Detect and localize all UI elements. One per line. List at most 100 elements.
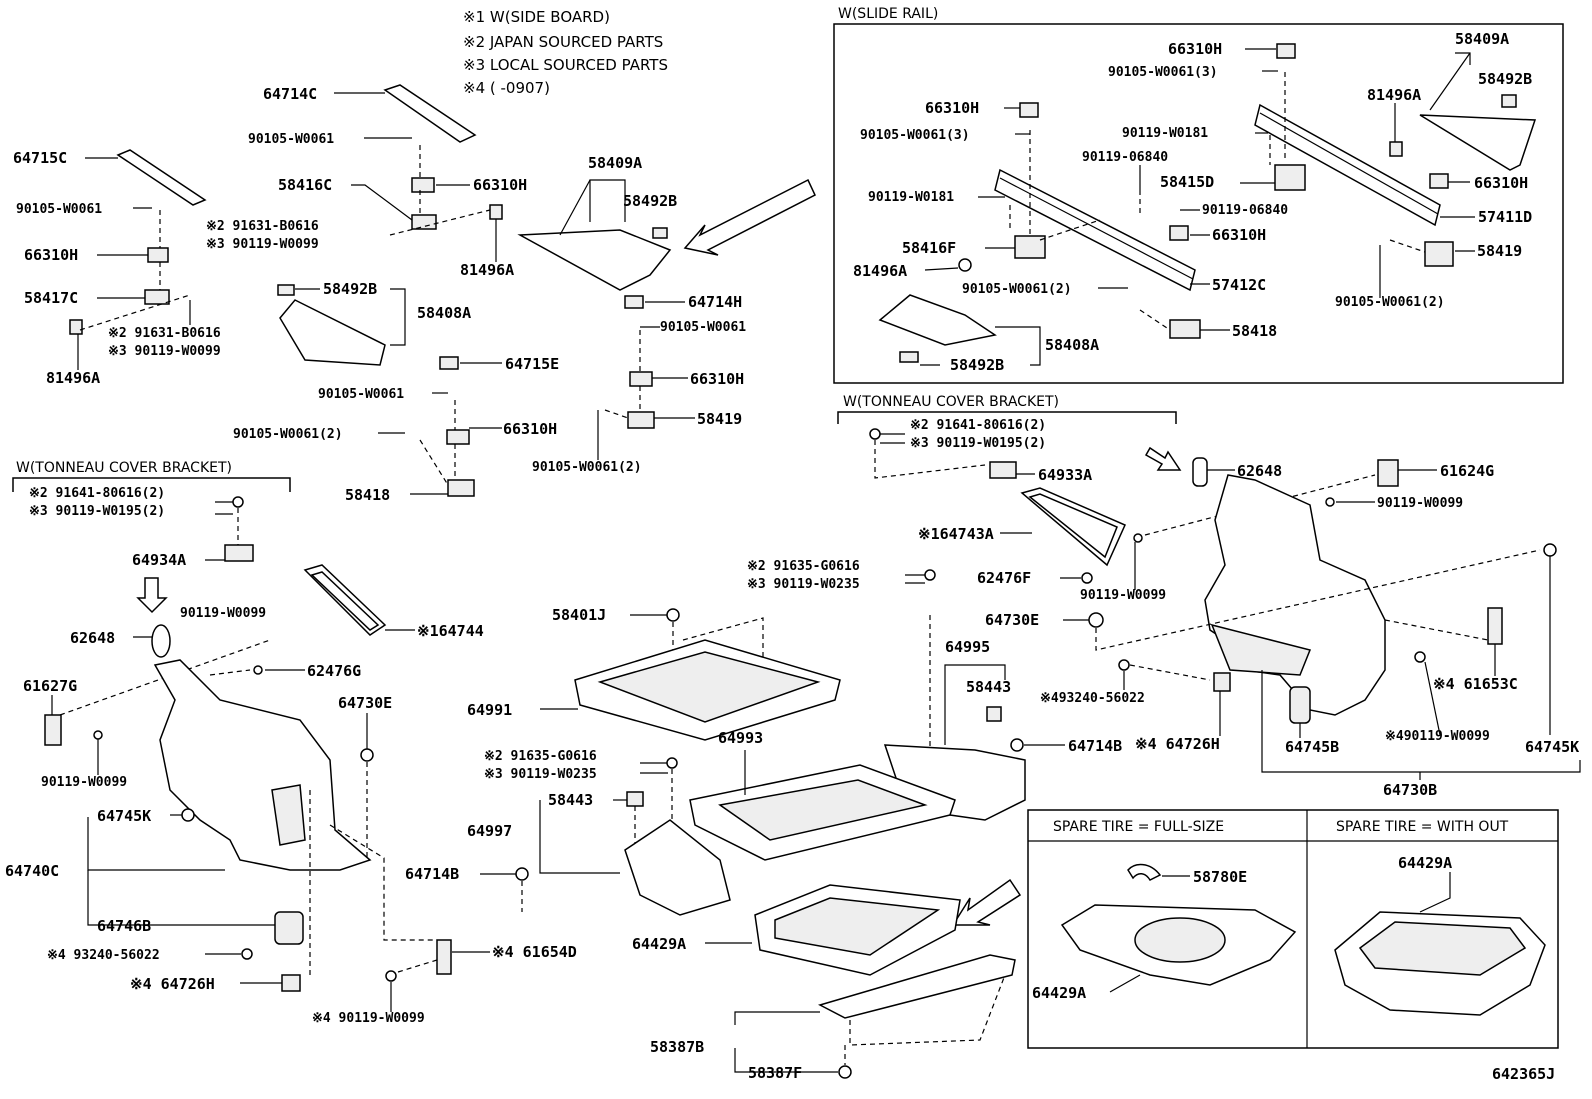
c-58443-left: 58443 [548,791,593,809]
sr-58419: 58419 [1477,242,1522,260]
screw-90119-left [93,730,103,740]
panel-64740c [153,659,372,871]
tonneau-right-title: W(TONNEAU COVER BRACKET) [843,394,1059,410]
ul-58409a: 58409A [588,154,642,172]
clip-58492b-2 [899,351,919,363]
sr-66310h-top: 66310H [1168,40,1222,58]
arrow-down-left [136,577,168,614]
clip-66310h-ul-1 [411,177,435,193]
clip-66310h-4 [1169,225,1189,241]
clip-64730e-left [360,748,374,762]
sr-58415d: 58415D [1160,173,1214,191]
rail-57412c [994,168,1196,292]
clip-64745k-left [181,808,195,822]
ul-66310h-lower: 66310H [503,420,557,438]
panel-64730b-lip [1210,623,1312,676]
clip-64714h [624,295,644,309]
ul-66310h-top: 66310H [473,176,527,194]
tonneau-left-title: W(TONNEAU COVER BRACKET) [16,460,232,476]
arrow-center [951,878,1022,926]
tl-62648: 62648 [70,629,115,647]
clip-64730e-right [1088,612,1104,628]
ul-90105-left: 90105-W0061 [16,202,102,217]
clip-81496a-1 [1389,141,1403,157]
tl-64740c: 64740C [5,862,59,880]
part-62648-left [151,624,171,658]
bracket-58416f [1014,235,1046,259]
clip-58492b-1 [1501,94,1517,108]
clip-81496a-ul-2 [69,319,83,335]
ul-66310h-left: 66310H [24,246,78,264]
c-91635-mid: ※2 91635-G0616 [484,749,597,764]
ul-90105-mid: 90105-W0061 [660,320,746,335]
ul-64715c: 64715C [13,149,67,167]
sf-64429a: 64429A [1032,984,1086,1002]
c-58443-right: 58443 [966,678,1011,696]
clip-58780e [1127,863,1162,881]
clip-58443-right [986,706,1002,722]
sill-58387b [818,954,1016,1019]
ul-90105-top: 90105-W0061 [248,132,334,147]
ul-64714c: 64714C [263,85,317,103]
cover-64746b [274,911,304,945]
tl-64744: ※164744 [417,622,484,640]
bar-64715c [116,149,207,206]
screw-91635-mid [666,757,678,769]
clip-64726h-left [281,974,301,992]
sr-57411d: 57411D [1478,208,1532,226]
bracket-58418 [1169,319,1201,339]
bracket-61654d [436,939,452,975]
sr-58492b-bottom: 58492B [950,356,1004,374]
sr-90105-2-right: 90105-W0061(2) [1335,295,1445,310]
tr-61653c: ※4 61653C [1433,675,1518,693]
tr-64743a: ※164743A [918,525,994,543]
bracket-58419 [1424,241,1454,267]
sr-57412c: 57412C [1212,276,1266,294]
figure-id: 642365J [1492,1065,1555,1083]
c-90119-w0235-mid: ※3 90119-W0235 [484,767,597,782]
c-64993: 64993 [718,729,763,747]
bracket-61627g [44,714,62,746]
tr-90119-w0099-low: ※490119-W0099 [1385,729,1490,744]
ul-58408a: 58408A [417,304,471,322]
tl-64730e: 64730E [338,694,392,712]
c-58387b: 58387B [650,1038,704,1056]
deck-64993-top [718,779,928,841]
tr-61624g: 61624G [1440,462,1494,480]
clip-81496a-ul-1 [489,204,503,220]
tl-61654d: ※4 61654D [492,943,577,961]
panel-64740c-opening [271,784,306,846]
upper-left-section: 64714C 90105-W0061 64715C 58416C 66310H … [13,84,816,504]
bracket-58417c [144,289,170,305]
clip-58387f [838,1065,852,1079]
bracket-58419-ul [627,411,655,429]
tray-64429a-top [774,897,941,956]
c-64997: 64997 [467,822,512,840]
sr-66310h-right: 66310H [1474,174,1528,192]
sr-81496a-top: 81496A [1367,86,1421,104]
part-62648-right [1192,457,1208,487]
clip-66310h-2 [1019,102,1039,118]
sw-64429a: 64429A [1398,854,1452,872]
tl-90119-w0195: ※3 90119-W0195(2) [29,504,165,519]
panel-64730b [1204,474,1386,716]
tr-64726h: ※4 64726H [1135,735,1220,753]
ul-58418: 58418 [345,486,390,504]
ul-58492b-right: 58492B [623,192,677,210]
c-64714b-right: 64714B [1068,737,1122,755]
slide-rail-frame [833,23,1564,384]
sr-90105-3-top: 90105-W0061(3) [1108,65,1218,80]
tr-64933a: 64933A [1038,466,1092,484]
ul-91631-top: ※2 91631-B0616 [206,219,319,234]
spare-without-title: SPARE TIRE = WITH OUT [1336,819,1509,835]
ul-90119-top: ※3 90119-W0099 [206,237,319,252]
clip-64714b-left [515,867,529,881]
tr-62648: 62648 [1237,462,1282,480]
c-91635-top: ※2 91635-G0616 [747,559,860,574]
bracket-58418-ul [447,479,475,497]
frame-64744-inner [310,571,380,631]
arrow-upper [683,178,816,256]
center-section: ※2 91635-G0616 ※3 90119-W0235 58401J 649… [405,559,1122,1082]
ul-58416c: 58416C [278,176,332,194]
